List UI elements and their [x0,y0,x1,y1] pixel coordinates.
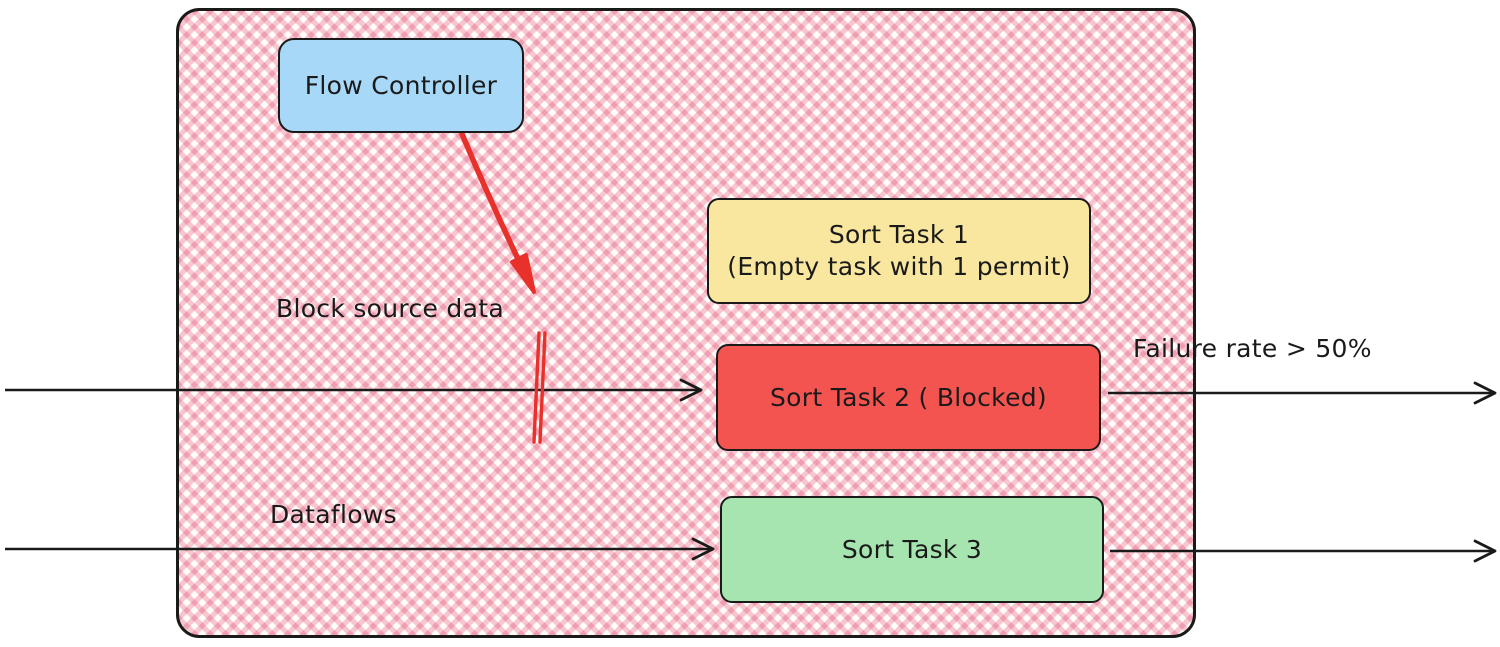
node-sort-task-3[interactable]: Sort Task 3 [720,496,1104,603]
dataflow-in-top-arrow [5,378,703,402]
node-sort-task-1[interactable]: Sort Task 1 (Empty task with 1 permit) [707,198,1091,304]
label-failure-rate: Failure rate > 50% [1133,334,1372,363]
label-block-source-data: Block source data [276,294,504,323]
node-sort-task-2[interactable]: Sort Task 2 ( Blocked) [716,344,1101,451]
block-marker-icon [532,331,547,444]
node-flow-controller[interactable]: Flow Controller [278,38,524,133]
pipeline-container [176,8,1196,638]
dataflow-out-top-arrow [1108,381,1497,405]
dataflow-out-bottom-arrow [1110,539,1497,563]
dataflow-in-bottom-arrow [5,537,715,561]
flow-controller-block-arrow [459,131,536,294]
label-dataflows: Dataflows [270,500,397,529]
